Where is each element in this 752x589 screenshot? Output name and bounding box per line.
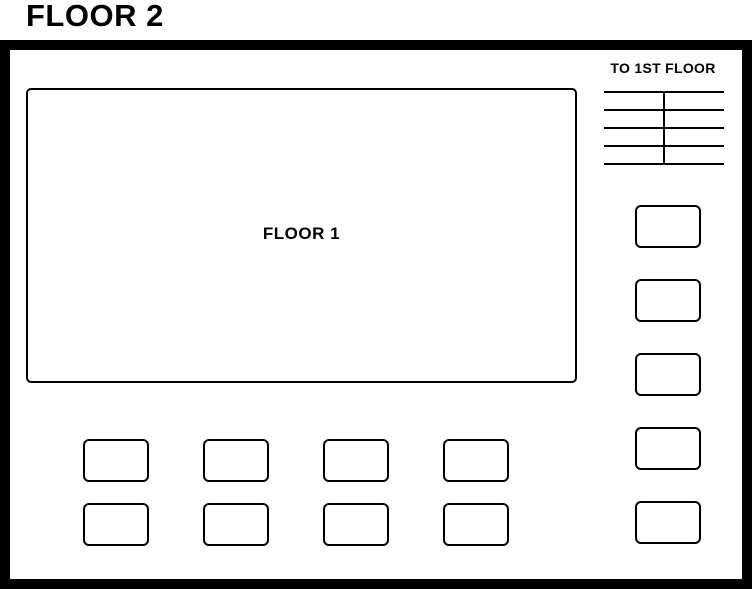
- room-bottom-8[interactable]: [443, 503, 509, 546]
- room-bottom-7[interactable]: [323, 503, 389, 546]
- room-bottom-4[interactable]: [443, 439, 509, 482]
- stairs-label: TO 1ST FLOOR: [610, 60, 716, 76]
- floor-title: FLOOR 2: [26, 0, 164, 33]
- floor-1-area[interactable]: FLOOR 1: [26, 88, 577, 383]
- room-side-4[interactable]: [635, 427, 701, 470]
- room-bottom-6[interactable]: [203, 503, 269, 546]
- room-bottom-3[interactable]: [323, 439, 389, 482]
- room-bottom-1[interactable]: [83, 439, 149, 482]
- room-side-3[interactable]: [635, 353, 701, 396]
- stairs-icon[interactable]: [604, 90, 725, 166]
- building-outline: [0, 40, 752, 589]
- room-side-5[interactable]: [635, 501, 701, 544]
- room-side-2[interactable]: [635, 279, 701, 322]
- floor-1-label: FLOOR 1: [262, 224, 341, 243]
- room-bottom-5[interactable]: [83, 503, 149, 546]
- room-side-1[interactable]: [635, 205, 701, 248]
- room-bottom-2[interactable]: [203, 439, 269, 482]
